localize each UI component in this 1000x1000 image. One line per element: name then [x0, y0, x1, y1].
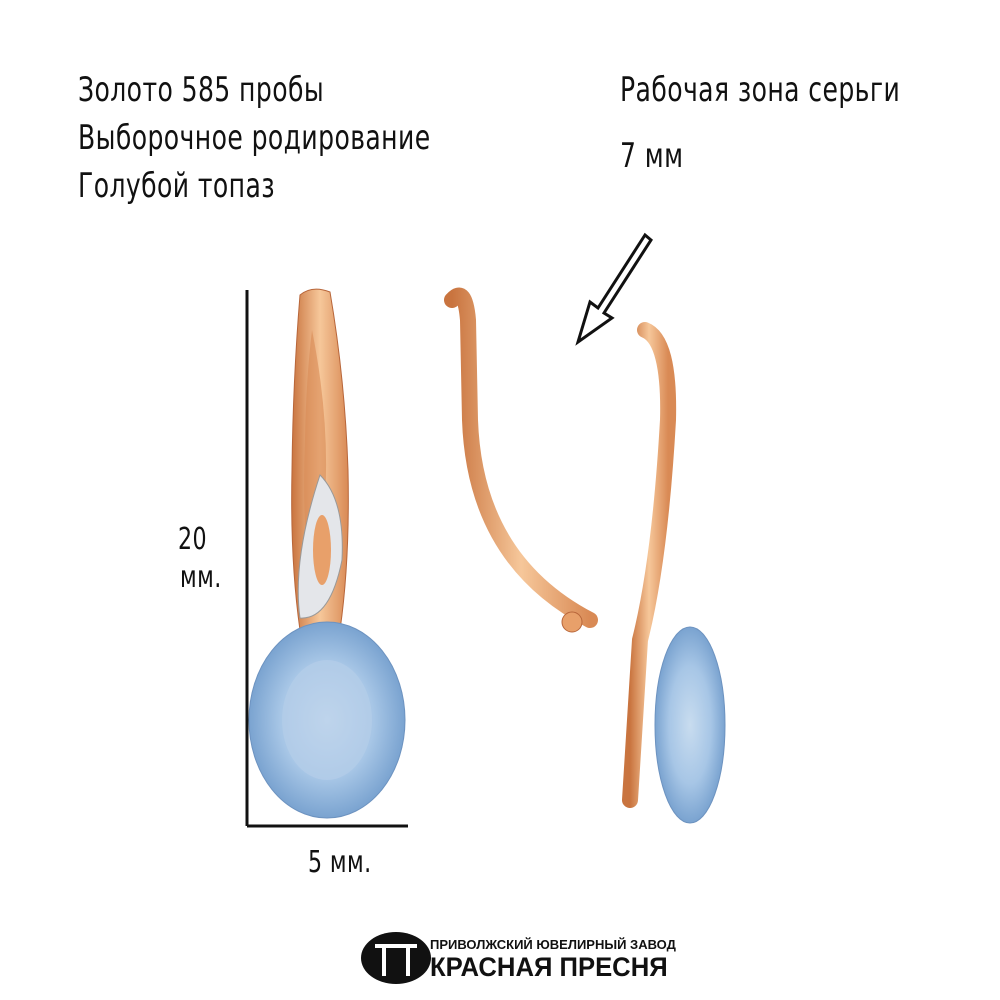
arrow-icon	[575, 232, 653, 346]
height-unit: мм.	[180, 560, 222, 595]
spec-stone: Голубой топаз	[78, 166, 275, 206]
spec-plating: Выборочное родирование	[78, 118, 431, 158]
working-zone-label: Рабочая зона серьги	[620, 70, 901, 110]
brand-name: КРАСНАЯ ПРЕСНЯ	[430, 952, 668, 982]
working-zone-value: 7 мм	[620, 136, 684, 176]
brand-logo-emblem	[361, 932, 431, 984]
earring-front-view	[248, 288, 406, 819]
earring-side-view	[397, 287, 726, 824]
spec-metal: Золото 585 пробы	[78, 70, 325, 110]
brand-tagline: ПРИВОЛЖСКИЙ ЮВЕЛИРНЫЙ ЗАВОД	[430, 937, 676, 952]
height-value: 20	[178, 522, 207, 557]
width-value: 5 мм.	[308, 845, 372, 880]
